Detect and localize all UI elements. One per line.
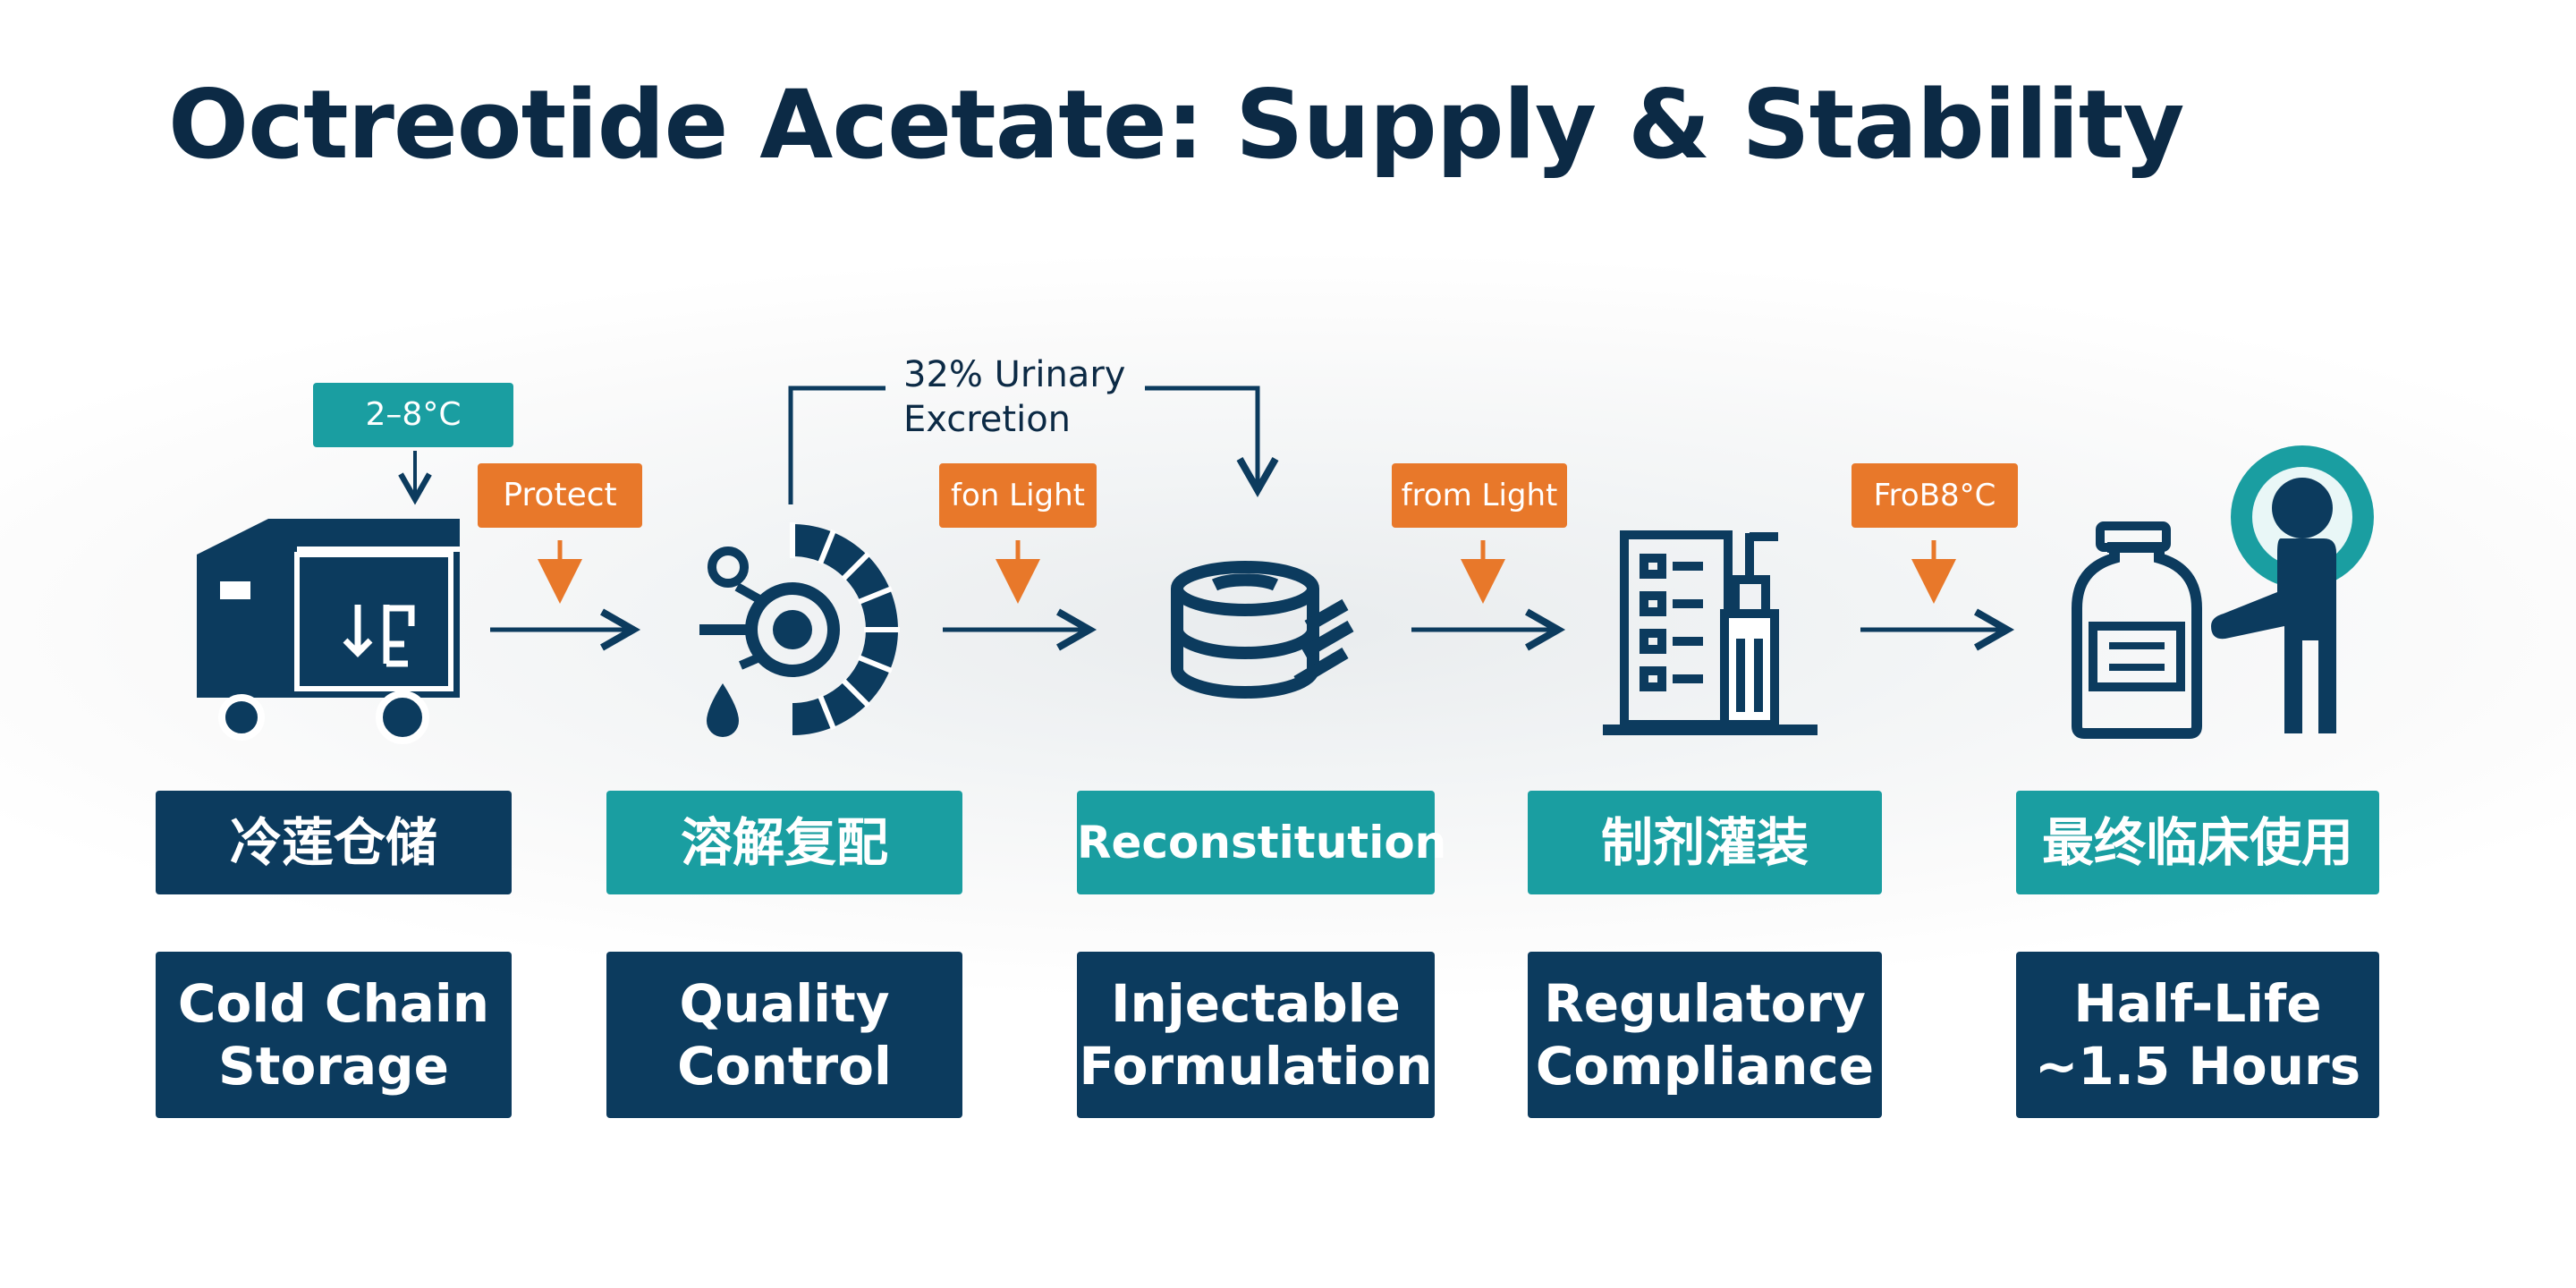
page-title: Octreotide Acetate: Supply & Stability <box>168 70 2185 180</box>
protect-tag: Protect <box>478 463 642 528</box>
stage-1-en-label: Cold Chain Storage <box>156 952 512 1118</box>
stage-1-cn-label: 冷莲仓储 <box>156 791 512 894</box>
excretion-note-line1: 32% Urinary <box>903 354 1126 395</box>
stage-1-en-line2: Storage <box>218 1036 449 1097</box>
stage-4-en-label: Regulatory Compliance <box>1528 952 1882 1118</box>
stage-4-en-line1: Regulatory <box>1544 973 1866 1034</box>
stage-3-en-line2: Formulation <box>1079 1036 1433 1097</box>
stage-2-en-line2: Control <box>677 1036 892 1097</box>
temp-tag-2: FroB8°C <box>1852 463 2018 528</box>
stage-2-cn-label: 溶解复配 <box>606 791 962 894</box>
excretion-connector <box>788 386 1279 504</box>
excretion-note: 32% Urinary Excretion <box>903 352 1125 442</box>
patient-vial-icon <box>2072 445 2374 739</box>
quality-wheel-icon <box>699 522 900 737</box>
stage-4-en-line2: Compliance <box>1535 1036 1875 1097</box>
stage-5-en-line2: ~1.5 Hours <box>2034 1036 2361 1097</box>
stage-5-en-label: Half-Life ~1.5 Hours <box>2016 952 2379 1118</box>
stage-4-cn-label: 制剂灌装 <box>1528 791 1882 894</box>
excretion-note-line2: Excretion <box>903 399 1072 440</box>
dissolving-disc-icon <box>1171 561 1354 699</box>
checklist-bottle-icon <box>1603 530 1818 735</box>
stage-5-cn-label: 最终临床使用 <box>2016 791 2379 894</box>
light-tag-2: from Light <box>1392 463 1567 528</box>
stage-2-en-label: Quality Control <box>606 952 962 1118</box>
stage-2-en-line1: Quality <box>679 973 890 1034</box>
stage-3-en-label: Injectable Formulation <box>1077 952 1435 1118</box>
stage-5-en-line1: Half-Life <box>2073 973 2322 1034</box>
stage-3-cn-label: Reconstitution <box>1077 791 1446 894</box>
stage-3-en-line1: Injectable <box>1110 973 1402 1034</box>
light-tag-1: fon Light <box>939 463 1097 528</box>
orange-pointers <box>538 540 1956 604</box>
truck-icon <box>197 519 460 744</box>
stage-1-en-line1: Cold Chain <box>177 973 490 1034</box>
temperature-tag: 2–8°C <box>313 383 513 447</box>
